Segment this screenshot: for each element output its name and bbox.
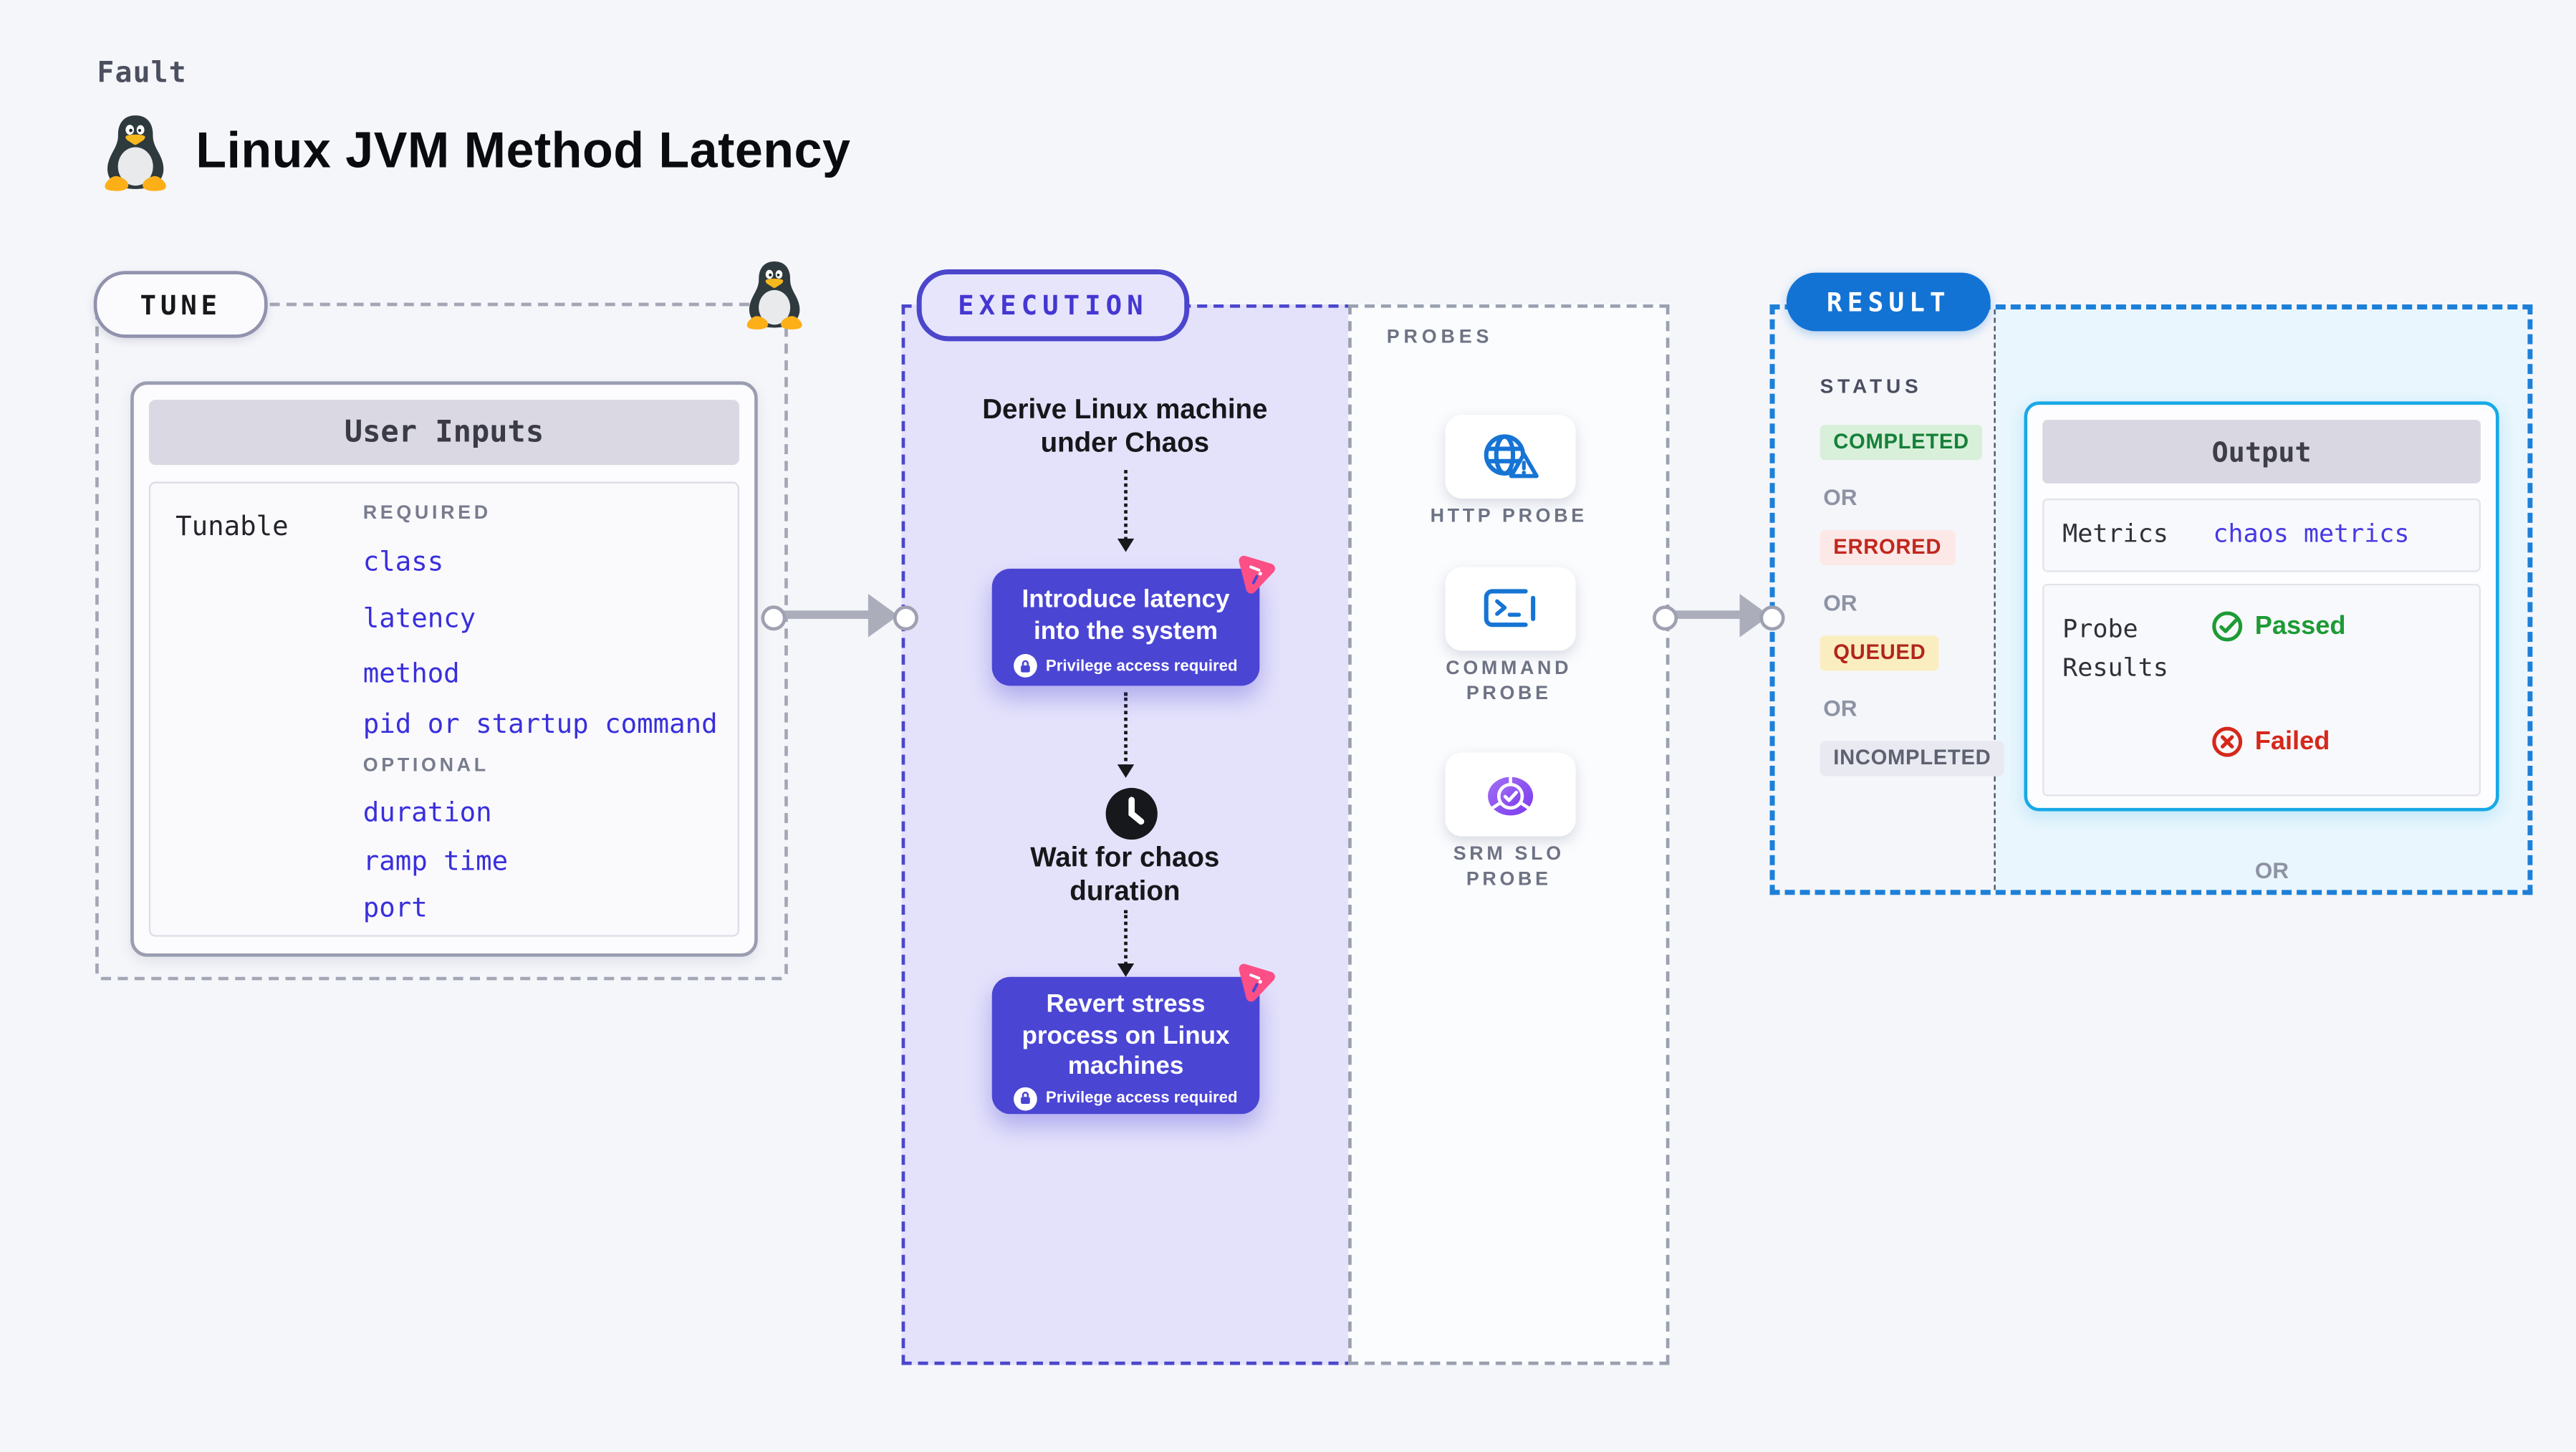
command-probe-card[interactable]	[1445, 567, 1576, 651]
required-label: REQUIRED	[362, 503, 491, 524]
tunable-link-pid-or-startup-command[interactable]: pid or startup command	[362, 707, 718, 740]
step-revert-stress: Revert stress process on Linux machines …	[991, 977, 1260, 1115]
down-arrow-icon	[1117, 470, 1135, 552]
status-badge-completed: COMPLETED	[1820, 425, 1983, 461]
srm-slo-probe-card[interactable]	[1445, 752, 1576, 837]
result-pill: RESULT	[1786, 272, 1991, 332]
chaos-badge-icon	[1232, 550, 1280, 598]
probe-results-row: Probe Results Passed OR Failed	[2042, 583, 2481, 883]
tune-pill: TUNE	[93, 271, 268, 338]
tunable-link-method[interactable]: method	[362, 657, 460, 690]
or-label: OR	[1823, 485, 1857, 511]
lock-icon	[1014, 1086, 1038, 1110]
tunable-link-duration[interactable]: duration	[362, 796, 492, 828]
status-badge-queued: QUEUED	[1820, 635, 1940, 671]
status-label: STATUS	[1820, 375, 1923, 398]
execution-pill: EXECUTION	[916, 269, 1190, 342]
status-badge-errored: ERRORED	[1820, 530, 1955, 566]
output-title: Output	[2042, 420, 2481, 484]
failed-verdict: Failed	[2211, 726, 2330, 757]
user-inputs-card: User Inputs Tunable REQUIRED class laten…	[130, 381, 758, 957]
tune-section	[95, 302, 788, 981]
or-label: OR	[1823, 696, 1857, 721]
failed-text: Failed	[2254, 726, 2330, 756]
tunable-link-class[interactable]: class	[362, 545, 444, 577]
tux-penguin-icon-small	[746, 261, 802, 330]
user-inputs-body: Tunable REQUIRED class latency method pi…	[148, 481, 740, 937]
arrow-probes-to-result	[1671, 610, 1741, 619]
terminal-icon	[1484, 589, 1536, 628]
tux-penguin-icon	[105, 115, 166, 191]
output-card: Output Metrics chaos metrics Probe Resul…	[2024, 401, 2499, 883]
connector-node	[893, 605, 918, 631]
probe-name: SRM SLO PROBE	[1453, 845, 1565, 890]
connector-node	[1653, 605, 1678, 631]
or-label: OR	[2254, 857, 2289, 883]
step-title: Introduce latency into the system	[1022, 585, 1230, 645]
execution-entry-text: Derive Linux machine under Chaos	[982, 395, 1268, 458]
tunable-row-label: Tunable	[176, 510, 289, 542]
down-arrow-icon	[1117, 910, 1135, 977]
metrics-label: Metrics	[2062, 518, 2168, 549]
down-arrow-icon	[1117, 692, 1135, 778]
optional-label: OPTIONAL	[362, 756, 489, 777]
x-circle-icon	[2212, 726, 2243, 757]
arrowhead-icon	[868, 592, 898, 637]
probe-name: COMMAND PROBE	[1446, 659, 1572, 705]
lock-icon	[1014, 654, 1038, 678]
step-title: Revert stress process on Linux machines	[1022, 990, 1230, 1081]
user-inputs-title: User Inputs	[148, 400, 740, 466]
connector-node	[761, 605, 787, 631]
passed-verdict: Passed	[2211, 610, 2346, 642]
page-title: Linux JVM Method Latency	[196, 123, 851, 179]
passed-text: Passed	[2254, 611, 2346, 640]
http-probe-card[interactable]	[1445, 415, 1576, 499]
privilege-note: Privilege access required	[1045, 656, 1238, 675]
privilege-note: Privilege access required	[1045, 1089, 1238, 1107]
probes-section: PROBES HTTP PROBE	[1348, 304, 1670, 1365]
fault-kicker: Fault	[97, 57, 187, 91]
probe-name: HTTP PROBE	[1430, 506, 1587, 527]
status-badge-incompleted: INCOMPLETED	[1820, 741, 2005, 777]
connector-node	[1759, 605, 1785, 631]
probe-results-label: Probe Results	[2062, 613, 2168, 683]
chaos-badge-icon	[1232, 958, 1280, 1006]
tunable-link-ramp-time[interactable]: ramp time	[362, 845, 509, 877]
probes-label: PROBES	[1386, 327, 1494, 348]
metrics-row: Metrics chaos metrics	[2042, 498, 2481, 572]
tunable-link-port[interactable]: port	[362, 891, 428, 923]
tunable-link-latency[interactable]: latency	[362, 602, 476, 635]
check-circle-icon	[2212, 611, 2243, 642]
globe-alert-icon	[1484, 433, 1539, 478]
clock-icon	[1105, 787, 1158, 840]
step-introduce-latency: Introduce latency into the system Privil…	[991, 569, 1260, 686]
arrow-tune-to-execution	[779, 610, 870, 619]
chaos-metrics-link[interactable]: chaos metrics	[2213, 518, 2410, 549]
slo-gauge-check-icon	[1488, 775, 1534, 816]
or-label: OR	[1823, 590, 1857, 616]
wait-duration-text: Wait for chaos duration	[1030, 842, 1220, 906]
